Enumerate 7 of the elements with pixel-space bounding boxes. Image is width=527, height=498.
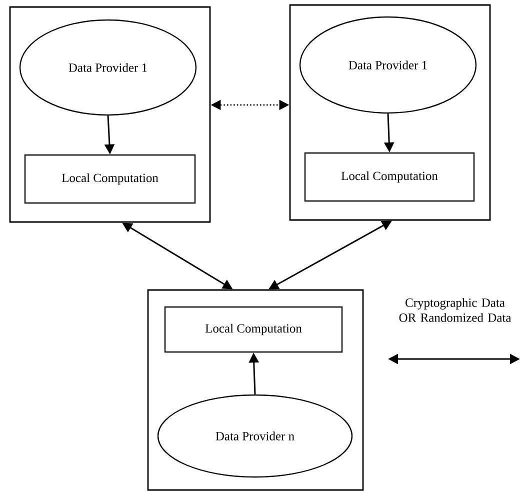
process-box: Local Computation [24, 154, 196, 204]
container-box [9, 6, 211, 223]
container-box [147, 289, 364, 491]
legend-text: Cryptographic Data OR Randomized Data [399, 298, 512, 322]
container-box [289, 4, 491, 221]
process-box: Local Computation [304, 152, 475, 202]
process-box: Local Computation [164, 306, 343, 353]
